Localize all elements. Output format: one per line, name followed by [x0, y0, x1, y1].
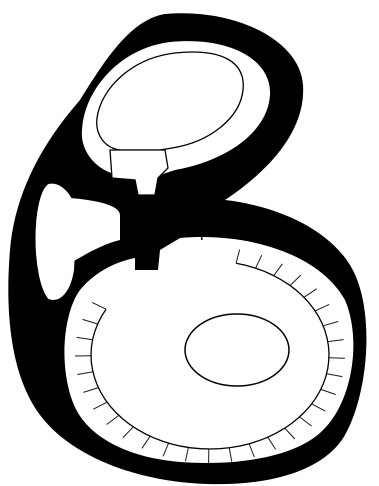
inner-oval	[185, 314, 289, 386]
